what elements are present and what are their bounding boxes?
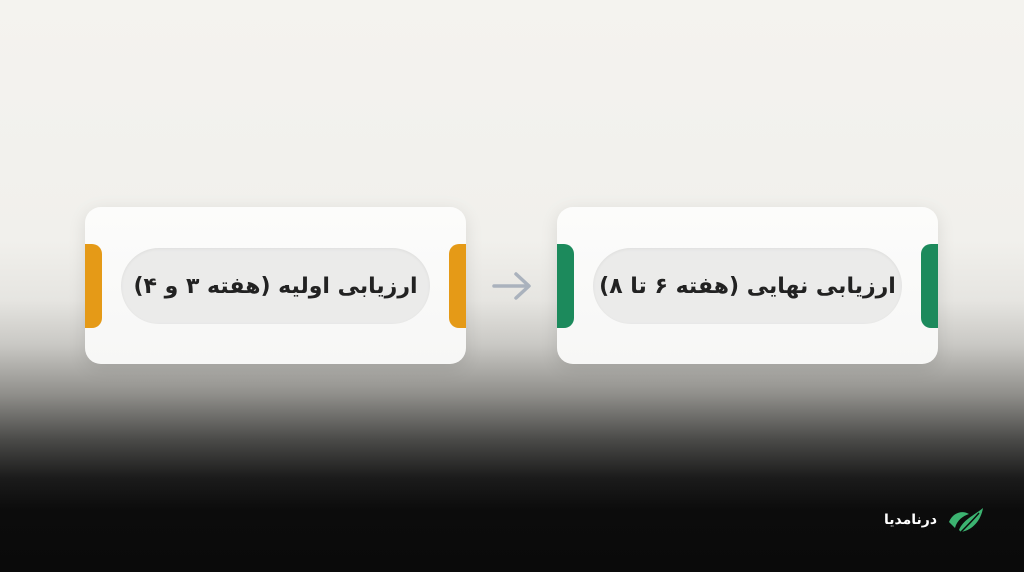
step-accent-tab-right	[921, 244, 938, 328]
step-label: ارزیابی نهایی (هفته ۶ تا ۸)	[599, 273, 896, 299]
step-accent-tab-left	[85, 244, 102, 328]
step-card-final-assessment: ارزیابی نهایی (هفته ۶ تا ۸)	[557, 207, 938, 364]
brand-logo: درنامدیا	[884, 502, 987, 538]
step-accent-tab-left	[557, 244, 574, 328]
step-card-initial-assessment: ارزیابی اولیه (هفته ۳ و ۴)	[85, 207, 466, 364]
step-accent-tab-right	[449, 244, 466, 328]
step-label-pill: ارزیابی نهایی (هفته ۶ تا ۸)	[593, 248, 902, 324]
arrow-right-icon	[492, 272, 531, 300]
leaf-logo-icon	[949, 508, 984, 533]
step-label-pill: ارزیابی اولیه (هفته ۳ و ۴)	[121, 248, 430, 324]
brand-name: درنامدیا	[884, 512, 938, 528]
step-label: ارزیابی اولیه (هفته ۳ و ۴)	[133, 273, 418, 299]
